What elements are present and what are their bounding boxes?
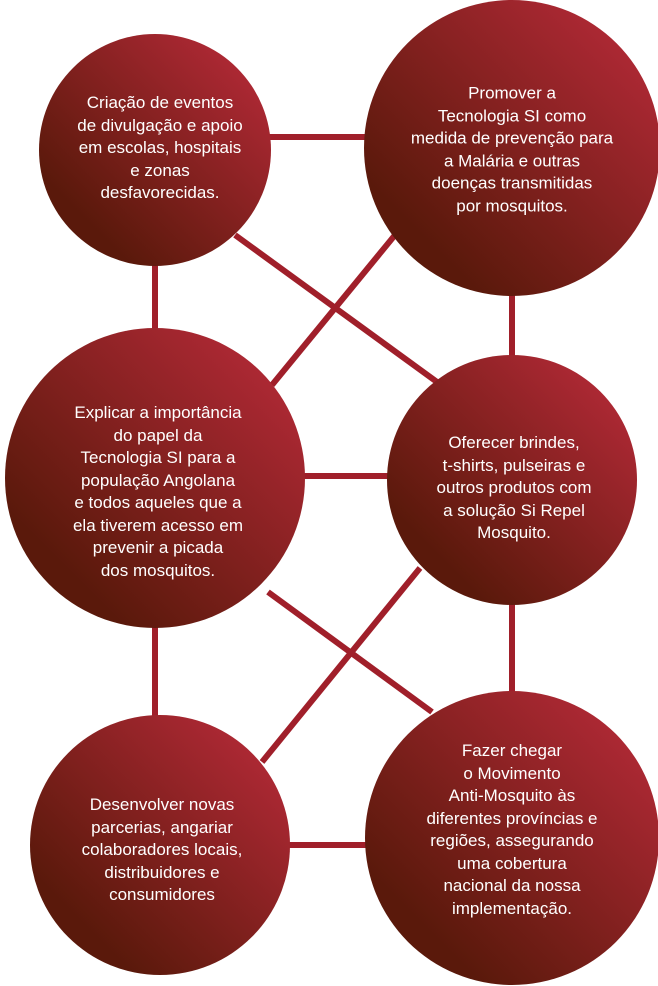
connector-promote-explain	[269, 233, 398, 387]
node-text-line: a solução Si Repel	[443, 500, 585, 520]
node-text-line: de divulgação e apoio	[77, 115, 243, 135]
node-text-line: Tecnologia SI como	[437, 106, 587, 125]
node-text-line: regiões, assegurando	[430, 831, 594, 850]
node-text-line: dos mosquitos.	[100, 560, 216, 580]
node-text-line: população Angolana	[80, 470, 236, 490]
node-text-line: do papel da	[113, 425, 203, 445]
node-text-line: diferentes províncias e	[426, 808, 598, 828]
node-circle-reach	[365, 691, 658, 985]
node-text-line: o Movimento	[463, 763, 561, 783]
node-text-line: ela tiverem acesso em	[72, 515, 244, 535]
connector-gifts-partners	[259, 566, 423, 764]
connectors	[152, 134, 515, 848]
node-text-line: e todos aqueles que a	[74, 493, 242, 512]
node-text-line: colaboradores locais,	[81, 839, 243, 859]
node-text-line: Promover a	[468, 83, 556, 103]
node-circle-partners	[30, 715, 290, 975]
node-text-line: Criação de eventos	[86, 92, 234, 112]
node-text-line: Mosquito.	[477, 522, 551, 542]
node-text-line: Desenvolver novas	[89, 794, 235, 814]
node-text-line: prevenir a picada	[92, 538, 224, 557]
node-text-line: Oferecer brindes,	[448, 432, 580, 452]
connector-events-gifts	[233, 232, 450, 393]
node-label-explain: Explicar a importância do papel da Tecnolo…	[73, 402, 243, 582]
node-text-line: implementação.	[451, 898, 573, 918]
node-text-line: e zonas	[130, 160, 190, 180]
node-circle-gifts	[387, 355, 637, 605]
node-text-line: nacional da nossa	[443, 876, 581, 895]
node-text-line: em escolas, hospitais	[78, 137, 242, 157]
node-text-line: consumidores	[109, 884, 215, 904]
node-text-line: distribuidores e	[104, 862, 220, 882]
node-text-line: desfavorecidas.	[100, 182, 220, 202]
node-text-line: Anti-Mosquito às	[448, 786, 576, 805]
node-text-line: medida de prevenção para	[410, 128, 614, 148]
node-text-line: Fazer chegar	[461, 741, 563, 760]
node-circle-promote	[364, 0, 658, 296]
node-text-line: Explicar a importância	[74, 403, 242, 422]
node-text-line: Tecnologia SI para a	[80, 448, 236, 467]
node-text-line: doenças transmitidas	[431, 173, 593, 193]
node-text-line: a Malária e outras	[443, 151, 581, 170]
node-circle-events	[39, 34, 271, 266]
node-text-line: uma cobertura	[457, 853, 567, 873]
node-label-promote: Promover a Tecnologia SI como medida de pr…	[411, 83, 613, 218]
node-text-line: parcerias, angariar	[91, 817, 233, 837]
node-text-line: por mosquitos.	[456, 196, 568, 215]
node-text-line: outros produtos com	[436, 477, 592, 497]
node-circle-explain	[5, 328, 305, 628]
node-text-line: t-shirts, pulseiras e	[442, 455, 586, 475]
